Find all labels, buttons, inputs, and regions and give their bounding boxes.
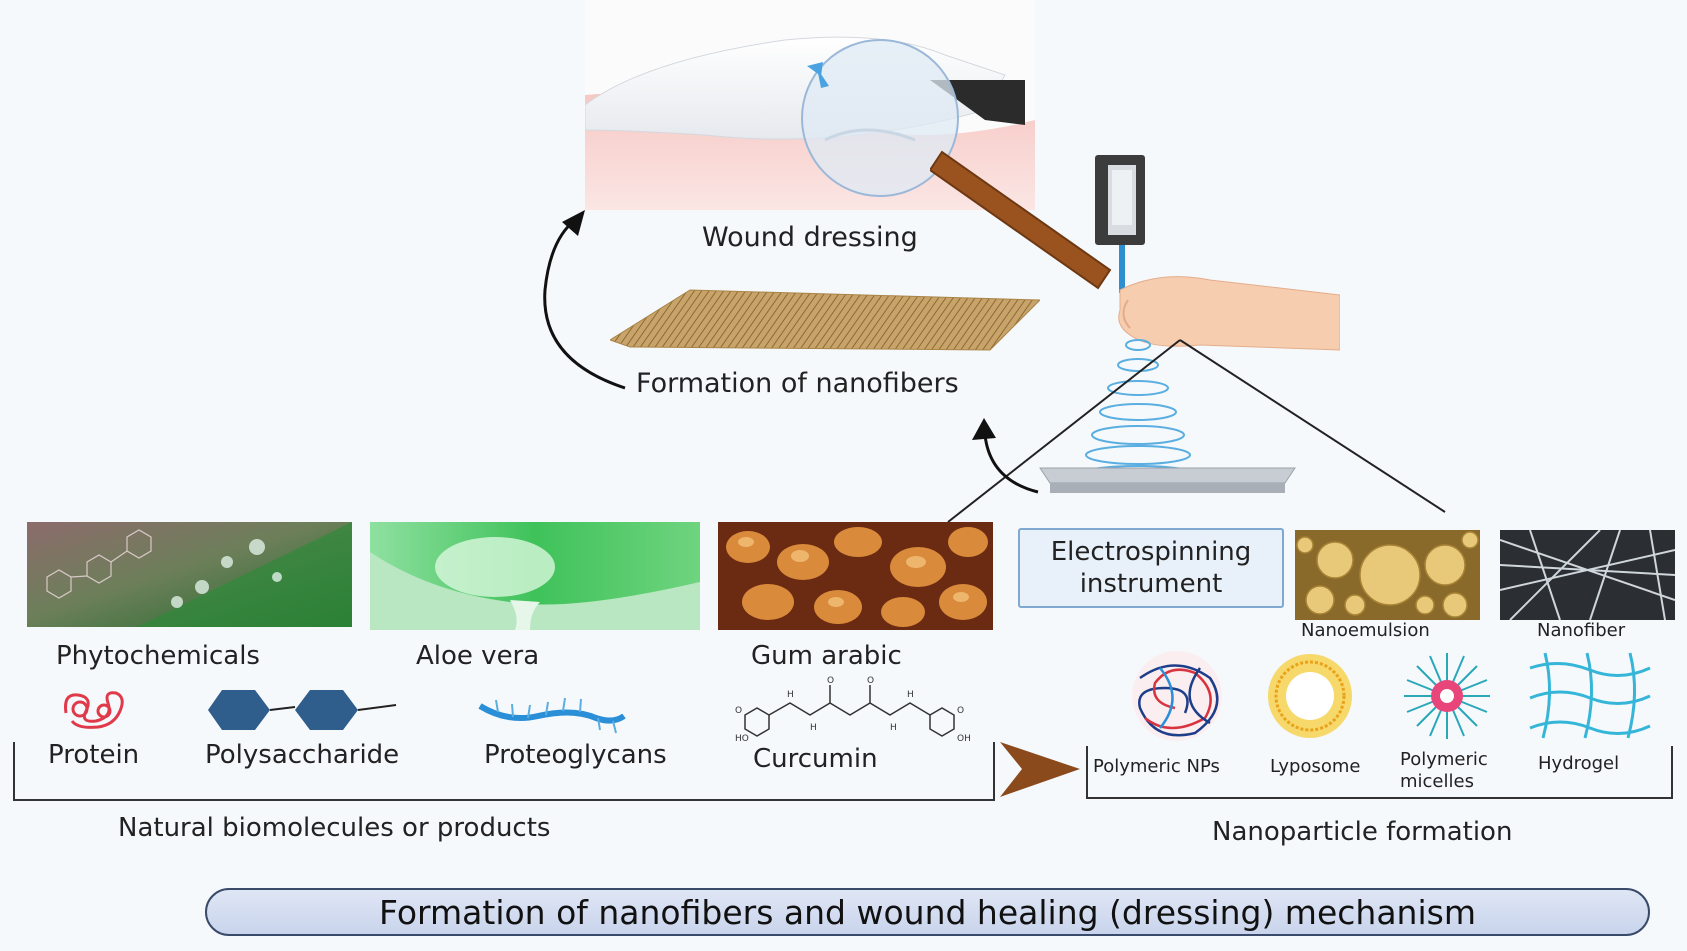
- magnifier-handle: [930, 150, 1112, 290]
- aloe-vera-photo: [370, 522, 700, 630]
- liposome-label: Lyposome: [1270, 756, 1361, 777]
- hydrogel-icon: [1529, 652, 1651, 739]
- svg-text:H: H: [787, 690, 794, 700]
- gum-arabic-photo: [718, 522, 993, 630]
- polysaccharide-label: Polysaccharide: [205, 740, 400, 770]
- chevron-right-icon: [1000, 742, 1080, 797]
- figure-title: Formation of nanofibers and wound healin…: [205, 888, 1650, 936]
- svg-text:H: H: [810, 723, 817, 733]
- polymeric-nps-label: Polymeric NPs: [1093, 756, 1220, 777]
- phytochemicals-photo: [27, 522, 352, 627]
- liposome-icon: [1268, 654, 1352, 738]
- polymeric-micelles-label-2: micelles: [1400, 771, 1474, 792]
- polymeric-micelles-icon: [1404, 653, 1490, 739]
- electrospinning-instrument-box: Electrospinning instrument: [1018, 528, 1284, 608]
- polysaccharide-icon: [208, 690, 397, 730]
- svg-text:HO: HO: [735, 734, 749, 744]
- svg-text:OH: OH: [957, 734, 971, 744]
- electrospinning-device: [1039, 155, 1340, 493]
- aloe-vera-label: Aloe vera: [416, 641, 540, 671]
- protein-label: Protein: [48, 740, 140, 770]
- svg-text:H: H: [890, 723, 897, 733]
- svg-text:O: O: [957, 706, 964, 716]
- proteoglycans-label: Proteoglycans: [484, 740, 667, 770]
- nanofiber-photo: [1500, 530, 1675, 620]
- gum-arabic-label: Gum arabic: [751, 641, 902, 671]
- nanoemulsion-label: Nanoemulsion: [1301, 620, 1430, 641]
- natural-bracket: [13, 742, 995, 801]
- protein-icon: [64, 691, 124, 729]
- natural-group-label: Natural biomolecules or products: [118, 813, 551, 843]
- phytochemicals-label: Phytochemicals: [56, 641, 260, 671]
- hydrogel-label: Hydrogel: [1538, 753, 1620, 774]
- nanofiber-mat: [610, 289, 1040, 351]
- polymeric-nps-icon: [1132, 651, 1222, 741]
- svg-text:O: O: [735, 706, 742, 716]
- nano-group-label: Nanoparticle formation: [1212, 817, 1513, 847]
- nanofiber-label: Nanofiber: [1537, 620, 1626, 641]
- nanoemulsion-photo: [1295, 530, 1480, 620]
- wound-dressing-image: [585, 0, 1035, 210]
- instrument-line-1: Electrospinning: [1050, 537, 1252, 567]
- polymeric-micelles-label-1: Polymeric: [1400, 749, 1488, 770]
- svg-text:O: O: [867, 676, 874, 686]
- wound-dressing-label: Wound dressing: [702, 222, 918, 253]
- curcumin-structure-icon: O O O HO O OH H H H H: [735, 676, 971, 744]
- formation-nanofibers-label: Formation of nanofibers: [636, 368, 959, 399]
- nano-bracket: [1086, 746, 1673, 799]
- svg-text:O: O: [827, 676, 834, 686]
- curcumin-label: Curcumin: [753, 744, 878, 774]
- instrument-line-2: instrument: [1079, 569, 1223, 599]
- proteoglycans-icon: [478, 697, 626, 734]
- svg-text:H: H: [907, 690, 914, 700]
